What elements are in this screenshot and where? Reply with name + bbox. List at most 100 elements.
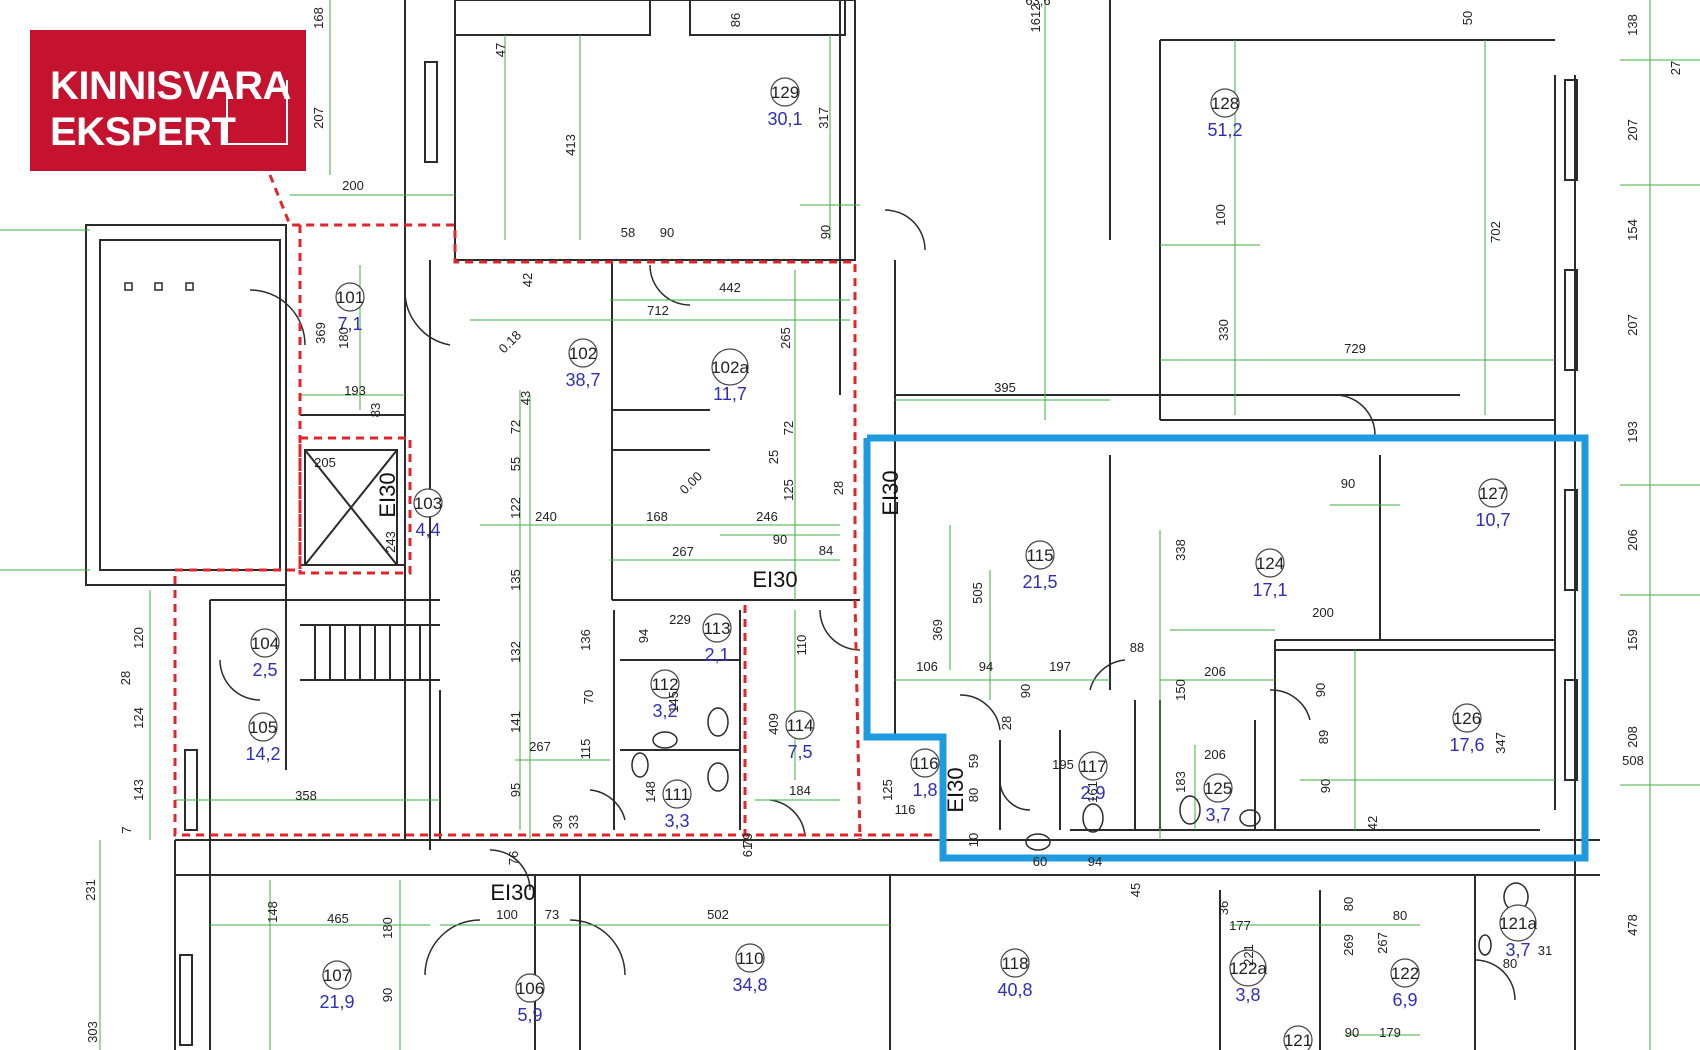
dimension-label: 90 xyxy=(1318,779,1333,793)
dimension-label: 193 xyxy=(344,383,366,398)
dimension-label: 269 xyxy=(1341,934,1356,956)
dimension-label: 58 xyxy=(621,225,635,240)
room-id-circle xyxy=(413,488,443,518)
room-area: 2,5 xyxy=(252,660,277,680)
room-id: 112 xyxy=(651,675,678,694)
dimension-label: 90 xyxy=(1018,684,1033,698)
dimension-label: 7 xyxy=(119,826,134,833)
logo-frame-bottom xyxy=(226,143,286,145)
room-id: 110 xyxy=(736,949,763,968)
dimension-label: 47 xyxy=(493,43,508,57)
room-area: 40,8 xyxy=(997,980,1032,1000)
dimension-label: 702 xyxy=(1488,221,1503,243)
dimension-label: 136 xyxy=(578,629,593,651)
dimension-label: 505 xyxy=(970,582,985,604)
logo-line-1: KINNISVARA xyxy=(50,64,291,108)
room-area: 10,7 xyxy=(1475,510,1510,530)
dimension-label: 83 xyxy=(368,403,383,417)
room-id-circle xyxy=(1025,540,1055,570)
dimension-label: 143 xyxy=(131,779,146,801)
dimension-label: 42 xyxy=(1365,816,1380,830)
dimension-label: 55 xyxy=(508,457,523,471)
room-id: 114 xyxy=(786,716,813,735)
dimension-label: 207 xyxy=(1625,119,1640,141)
room-id-circle xyxy=(770,77,800,107)
dimension-label: 208 xyxy=(1625,726,1640,748)
dimension-label: 25 xyxy=(766,450,781,464)
dimension-label: 125 xyxy=(880,779,895,801)
logo-line-2: EKSPERT xyxy=(50,110,236,154)
dimension-label: 168 xyxy=(311,7,326,29)
dimension-label: 265 xyxy=(778,327,793,349)
dimension-label: 73 xyxy=(545,907,559,922)
room-area: 34,8 xyxy=(732,975,767,995)
room-id: 124 xyxy=(1256,554,1284,573)
room-area: 6,9 xyxy=(1392,990,1417,1010)
room-id: 122 xyxy=(1391,964,1419,983)
dimension-label: 120 xyxy=(131,627,146,649)
dimension-label: 63,6 xyxy=(1025,0,1050,8)
dimension-label: 180 xyxy=(380,917,395,939)
dimension-label: 413 xyxy=(563,134,578,156)
dimension-label: 0.00 xyxy=(677,469,706,498)
room-area: 3,3 xyxy=(664,811,689,831)
dimension-label: 150 xyxy=(1173,679,1188,701)
fire-rating-label: EI30 xyxy=(752,567,797,592)
dimension-label: 177 xyxy=(1229,918,1251,933)
room-area: 17,1 xyxy=(1252,580,1287,600)
dimension-label: 45 xyxy=(1128,883,1143,897)
room-area: 3,7 xyxy=(1205,805,1230,825)
dimension-label: 154 xyxy=(1625,219,1640,241)
room-id-circle xyxy=(568,338,598,368)
dimension-label: 94 xyxy=(1088,854,1102,869)
dimension-label: 197 xyxy=(1049,659,1071,674)
room-id-circle xyxy=(1478,478,1508,508)
windows xyxy=(179,61,1578,1046)
dimension-label: 132 xyxy=(508,641,523,663)
room-id-circle xyxy=(515,973,545,1003)
room-area: 21,9 xyxy=(319,992,354,1012)
room-area: 17,6 xyxy=(1449,735,1484,755)
dimension-label: 70 xyxy=(581,690,596,704)
dimension-label: 27 xyxy=(1668,61,1683,75)
dimension-label: 10 xyxy=(966,833,981,847)
room-id: 127 xyxy=(1479,484,1507,503)
dimension-label: 90 xyxy=(773,532,787,547)
dimension-label: 0.18 xyxy=(496,328,525,357)
room-area: 3,2 xyxy=(652,701,677,721)
room-area: 4,4 xyxy=(415,520,440,540)
dimension-label: 125 xyxy=(781,479,796,501)
room-area: 2,9 xyxy=(1080,783,1105,803)
small-squares xyxy=(124,282,194,291)
dimension-label: 267 xyxy=(529,739,551,754)
room-id-circle xyxy=(1255,548,1285,578)
room-id: 111 xyxy=(664,785,690,804)
logo-frame-left xyxy=(226,80,228,144)
dimension-label: 243 xyxy=(383,531,398,553)
dimension-label: 124 xyxy=(131,707,146,729)
room-id-circle xyxy=(1229,949,1267,987)
dimension-label: 193 xyxy=(1625,421,1640,443)
room-area: 1,8 xyxy=(912,780,937,800)
room-110: 110 34,8 xyxy=(732,943,768,995)
dimension-label: 28 xyxy=(118,671,133,685)
dimension-label: 465 xyxy=(327,911,349,926)
dimension-label: 231 xyxy=(83,879,98,901)
room-id: 129 xyxy=(771,83,799,102)
room-area: 5,9 xyxy=(517,1005,542,1025)
dimension-label: 303 xyxy=(85,1021,100,1043)
